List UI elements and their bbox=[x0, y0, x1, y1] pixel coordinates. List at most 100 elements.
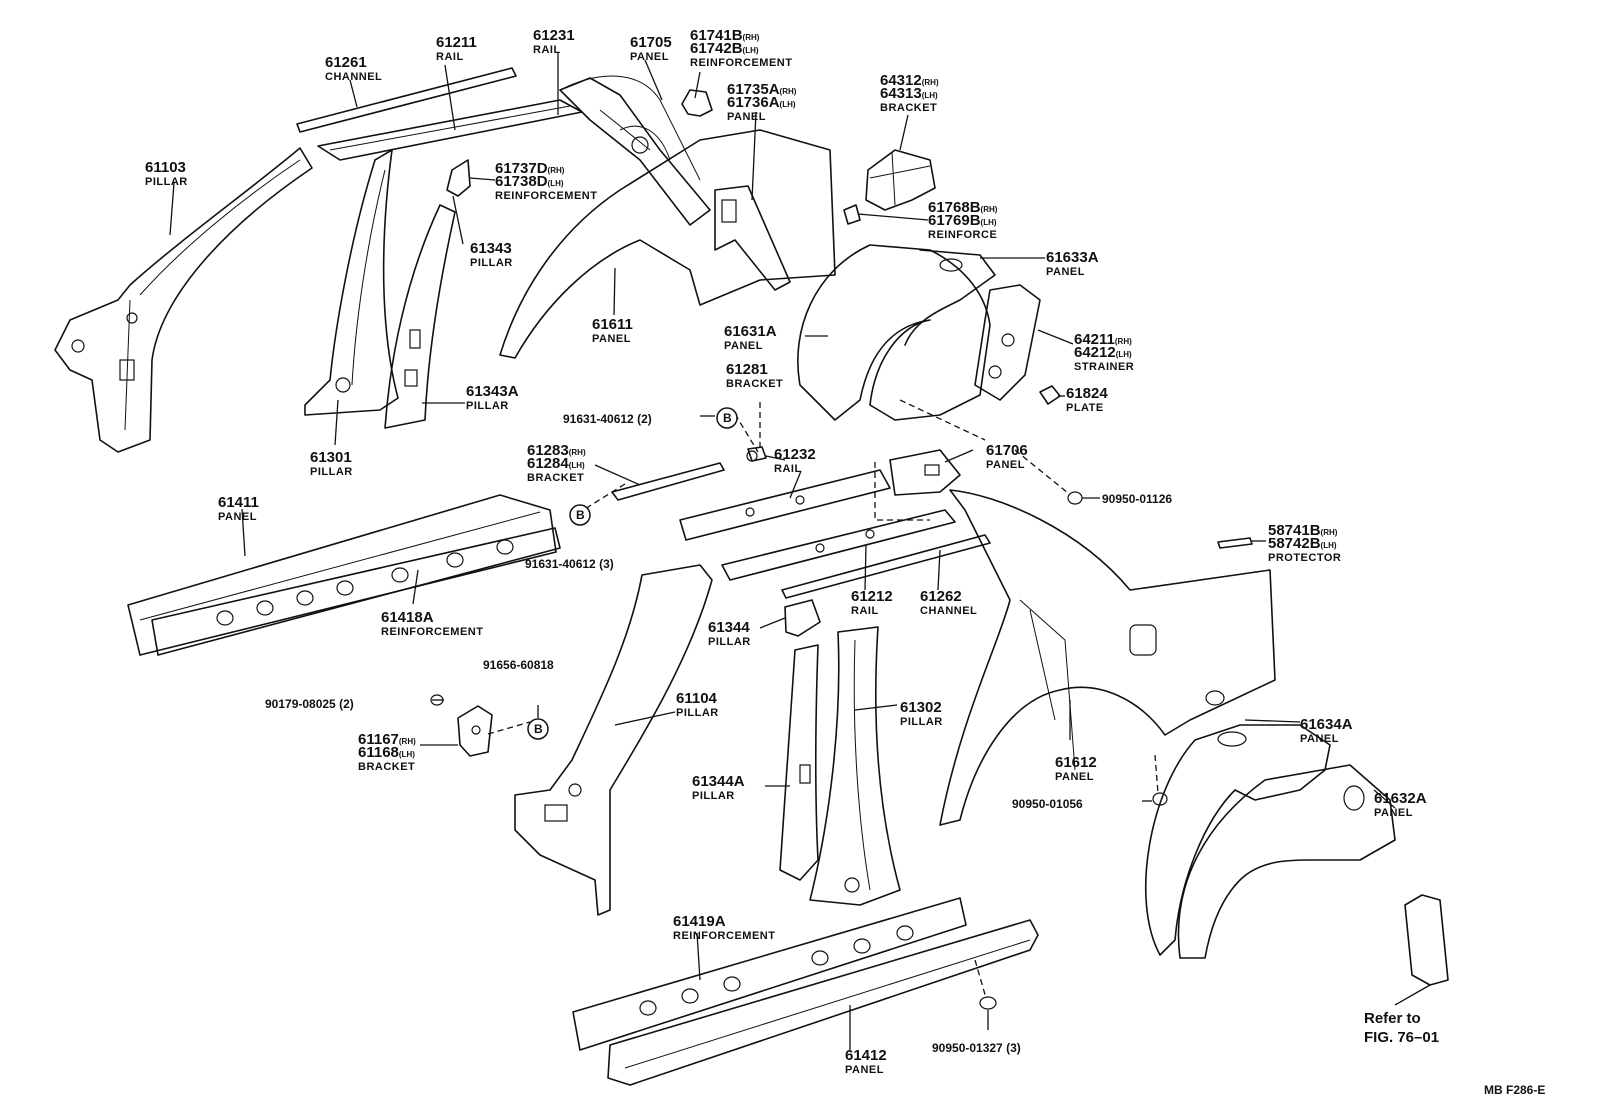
fastener-code-f7: 90950-01327 (3) bbox=[932, 1041, 1021, 1055]
part-number-label: 61824 bbox=[1066, 385, 1108, 402]
reinforcement-61419A-shape bbox=[572, 897, 967, 1051]
part-name-label: PANEL bbox=[1300, 733, 1339, 745]
reinforce-61768B-shape bbox=[843, 204, 861, 225]
part-name-label: REINFORCE bbox=[928, 229, 997, 241]
side-suffix: (RH) bbox=[922, 78, 939, 87]
part-number-label: 61633A bbox=[1046, 249, 1099, 266]
part-name-label: CHANNEL bbox=[325, 71, 382, 83]
part-name-label: REINFORCEMENT bbox=[673, 930, 775, 942]
part-name-label: STRAINER bbox=[1074, 361, 1134, 373]
callout-64312: 64312(RH)64313(LH)BRACKET bbox=[880, 72, 939, 114]
bolt-mark-letter: B bbox=[576, 508, 585, 522]
diagram-id: MB F286-E bbox=[1484, 1083, 1545, 1097]
side-suffix: (RH) bbox=[780, 87, 797, 96]
rail-61212-shape bbox=[721, 509, 956, 581]
part-name-label: PILLAR bbox=[676, 707, 719, 719]
fastener-code-f6: 90950-01056 bbox=[1012, 797, 1083, 811]
panel-61612-shape bbox=[939, 489, 1276, 826]
part-name-label: PANEL bbox=[592, 333, 631, 345]
pillar-61104-shape bbox=[514, 564, 713, 916]
side-suffix: (LH) bbox=[981, 218, 997, 227]
part-number-label: 61212 bbox=[851, 588, 893, 605]
side-suffix: (LH) bbox=[922, 91, 938, 100]
panel-61735A-shape bbox=[714, 185, 791, 291]
panel-61412-shape bbox=[607, 919, 1039, 1086]
bolt-mark-icon bbox=[527, 718, 549, 740]
part-number-label: 61741B(RH) bbox=[690, 27, 760, 44]
fastener-code-f1: 91631-40612 (2) bbox=[563, 412, 652, 426]
bolt-mark-letter: B bbox=[723, 411, 732, 425]
part-name-label: PANEL bbox=[724, 340, 763, 352]
part-drawings bbox=[54, 67, 1449, 1086]
part-number-label: 61262 bbox=[920, 588, 962, 605]
part-number-label: 58741B(RH) bbox=[1268, 522, 1338, 539]
side-suffix: (RH) bbox=[1321, 528, 1338, 537]
bolt-mark-icon bbox=[569, 504, 591, 526]
pillar-61344A-shape bbox=[779, 644, 819, 881]
pillar-61103-shape bbox=[54, 147, 313, 453]
part-number-label: 61231 bbox=[533, 27, 575, 44]
part-number-label: 61343 bbox=[470, 240, 512, 257]
refer-text-line-1: Refer to bbox=[1364, 1010, 1421, 1027]
fastener-code-f4: 90179-08025 (2) bbox=[265, 697, 354, 711]
part-name-label: PANEL bbox=[1055, 771, 1094, 783]
bracket-61283-shape bbox=[611, 462, 725, 501]
fastener-labels: 91631-40612 (2) B 91631-40612 (3) B 90950-01… bbox=[265, 407, 1172, 1055]
part-number-label: 61705 bbox=[630, 34, 672, 51]
bracket-64312-shape bbox=[865, 149, 936, 211]
callout-61737D: 61737D(RH)61738D(LH)REINFORCEMENT bbox=[495, 160, 597, 202]
callout-58741B: 58741B(RH)58742B(LH)PROTECTOR bbox=[1268, 522, 1341, 564]
clip-90950-01056-icon bbox=[1152, 792, 1168, 806]
part-number-label: 61301 bbox=[310, 449, 352, 466]
side-suffix: (LH) bbox=[780, 100, 796, 109]
bracket-61281-shape bbox=[747, 446, 767, 462]
bracket-61167-shape bbox=[457, 705, 493, 757]
part-name-label: RAIL bbox=[533, 44, 561, 56]
fastener-code-f2: 91631-40612 (3) bbox=[525, 557, 614, 571]
part-name-label: PANEL bbox=[986, 459, 1025, 471]
panel-61706-shape bbox=[889, 449, 961, 496]
part-name-label: REINFORCEMENT bbox=[690, 57, 792, 69]
part-name-label: RAIL bbox=[774, 463, 802, 475]
panel-61632A-shape bbox=[1177, 764, 1396, 959]
callout-61735A: 61735A(RH)61736A(LH)PANEL bbox=[727, 81, 797, 123]
part-name-label: REINFORCEMENT bbox=[495, 190, 597, 202]
part-number-label: 61634A bbox=[1300, 716, 1353, 733]
part-name-label: PILLAR bbox=[900, 716, 943, 728]
mudflap-shape bbox=[1404, 894, 1449, 986]
part-number-label: 58742B(LH) bbox=[1268, 535, 1337, 552]
part-number-label: 61631A bbox=[724, 323, 777, 340]
part-name-label: PANEL bbox=[727, 111, 766, 123]
part-name-label: PILLAR bbox=[310, 466, 353, 478]
part-name-label: PLATE bbox=[1066, 402, 1104, 414]
fastener-code-f5: 91656-60818 bbox=[483, 658, 554, 672]
panel-61634A-shape bbox=[1144, 724, 1331, 956]
part-number-label: 61284(LH) bbox=[527, 455, 585, 472]
part-number-label: 61281 bbox=[726, 361, 768, 378]
part-number-label: 61632A bbox=[1374, 790, 1427, 807]
callout-61167: 61167(RH)61168(LH)BRACKET bbox=[358, 731, 416, 773]
